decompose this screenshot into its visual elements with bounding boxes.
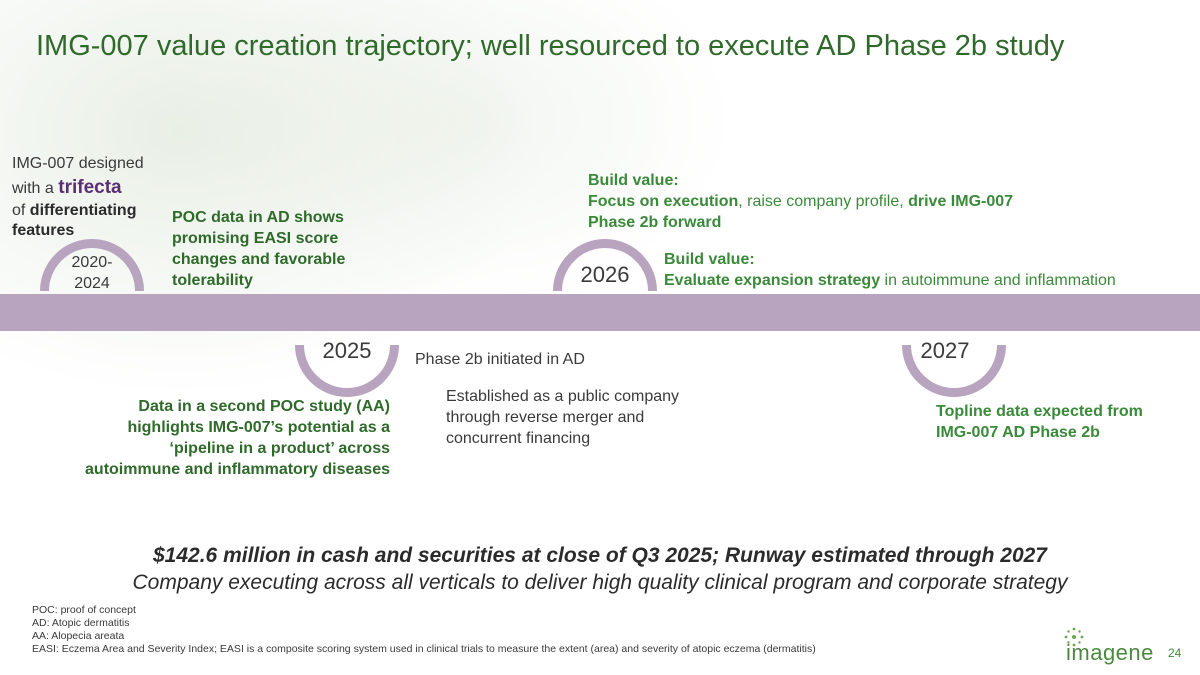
footnote-aa: AA: Alopecia areata bbox=[32, 630, 125, 642]
year-label-2027: 2027 bbox=[920, 338, 970, 363]
phase2b-initiated-text: Phase 2b initiated in AD bbox=[415, 351, 585, 368]
slide-title: IMG-007 value creation trajectory; well … bbox=[36, 30, 1065, 62]
footnote-easi: EASI: Eczema Area and Severity Index; EA… bbox=[32, 643, 816, 655]
poc-aa-text: Data in a second POC study (AA) highligh… bbox=[85, 398, 390, 478]
features-line: features bbox=[12, 222, 75, 239]
differentiating-line: of differentiating bbox=[12, 202, 137, 219]
summary-cash-line: $142.6 million in cash and securities at… bbox=[153, 544, 1047, 567]
build-value-execution-text: Build value: Focus on execution, raise c… bbox=[588, 172, 1014, 231]
public-company-text: Established as a public company through … bbox=[446, 388, 680, 447]
page-number: 24 bbox=[1168, 646, 1182, 660]
designed-line: IMG-007 designed bbox=[12, 155, 144, 172]
logo-mark-icon bbox=[1064, 627, 1084, 647]
footnote-ad: AD: Atopic dermatitis bbox=[32, 617, 130, 629]
trifecta-line: with a trifecta bbox=[12, 177, 122, 198]
year-label-2020-2024: 2020- 2024 bbox=[54, 252, 130, 294]
footnote-poc: POC: proof of concept bbox=[32, 604, 136, 616]
company-logo-text: imagene bbox=[1066, 640, 1154, 665]
year-label-2025: 2025 bbox=[322, 338, 372, 363]
build-value-expansion-text: Build value: Evaluate expansion strategy… bbox=[664, 251, 1116, 289]
year-label-2026: 2026 bbox=[580, 262, 630, 287]
footnotes: POC: proof of concept AD: Atopic dermati… bbox=[32, 604, 816, 656]
topline-data-text: Topline data expected from IMG-007 AD Ph… bbox=[936, 403, 1143, 441]
timeline-band bbox=[0, 294, 1200, 331]
year-2020-line: 2020- bbox=[71, 254, 113, 271]
poc-ad-text: POC data in AD shows promising EASI scor… bbox=[172, 209, 346, 289]
year-2024-line: 2024 bbox=[74, 275, 110, 292]
milestone-2020-text: IMG-007 designed with a trifecta of diff… bbox=[12, 152, 182, 241]
summary-executing-line: Company executing across all verticals t… bbox=[132, 571, 1068, 594]
trifecta-word: trifecta bbox=[58, 177, 122, 198]
